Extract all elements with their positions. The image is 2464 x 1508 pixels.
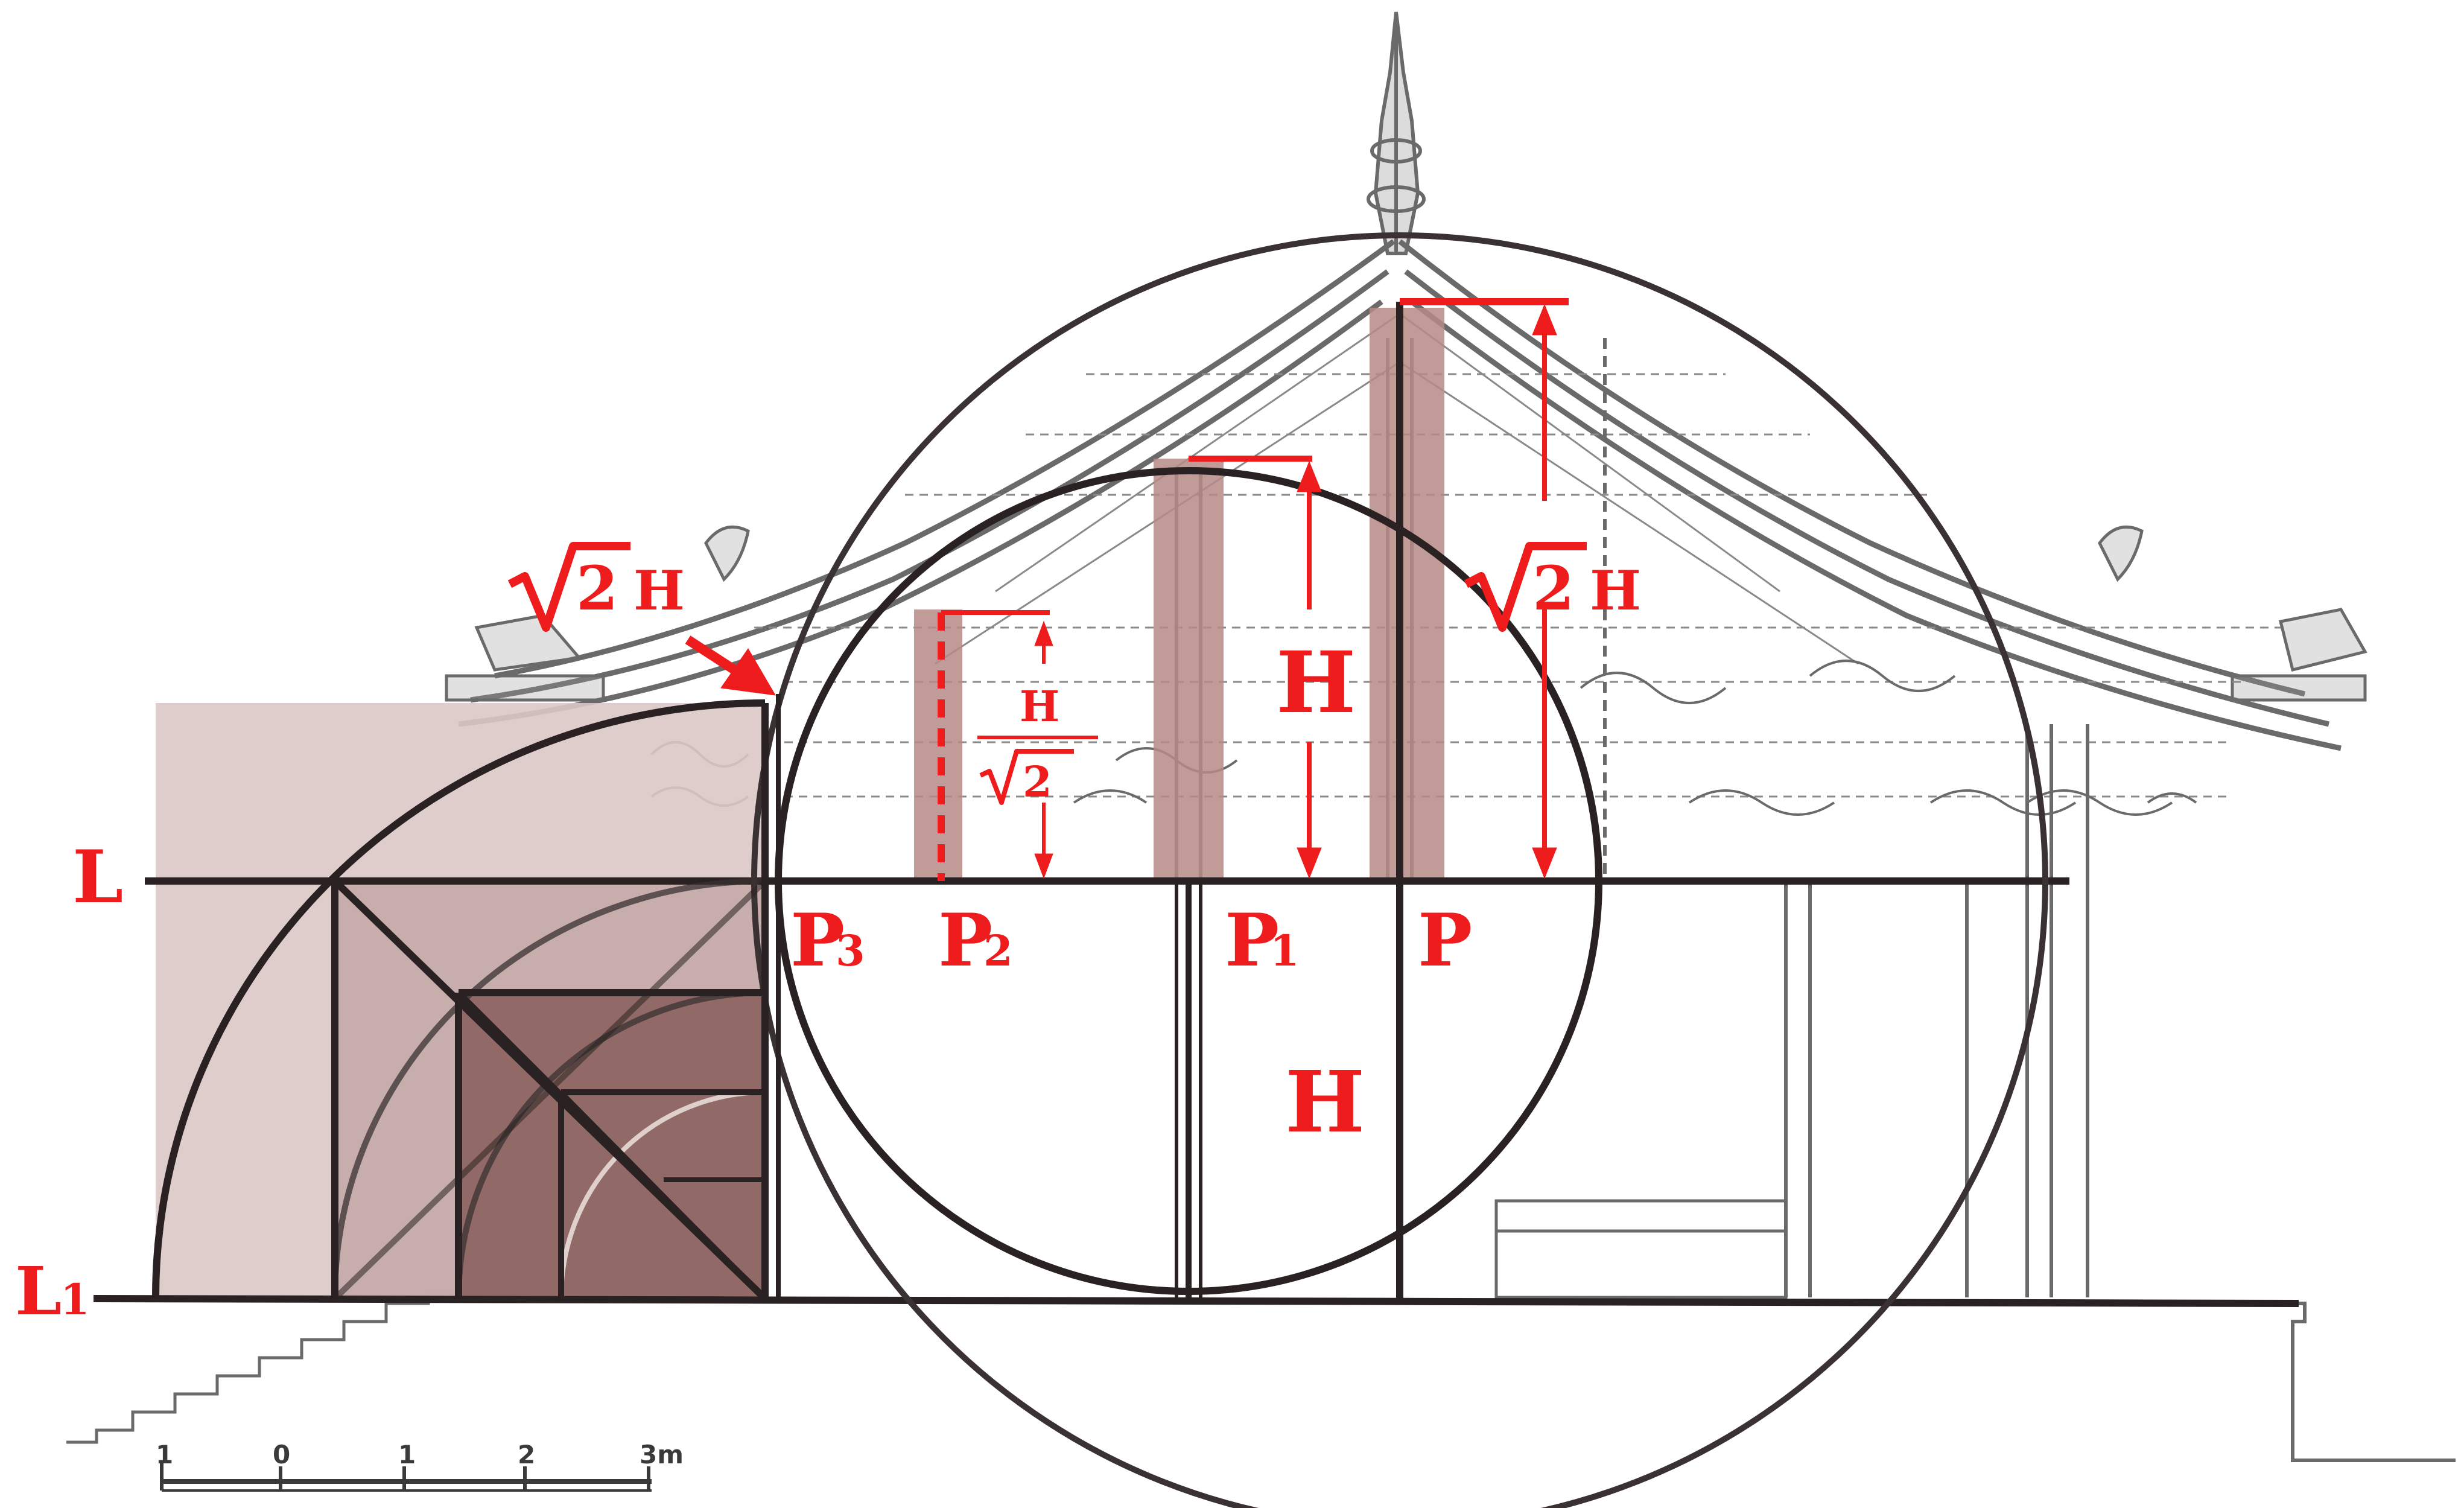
label-l1-sub: 1 <box>60 1274 90 1325</box>
label-h-lower: H <box>1285 1053 1365 1152</box>
label-h-over-sqrt2-den: 2 <box>1023 757 1052 807</box>
roof-finial <box>1367 11 1426 255</box>
red-annotations <box>685 298 1569 881</box>
label-h-over-sqrt2-num: H <box>1020 681 1059 731</box>
scale-tick-label: 3m <box>640 1440 684 1469</box>
label-sqrt2h-left-h: H <box>633 559 685 623</box>
label-p2-sub: 2 <box>983 926 1013 976</box>
label-sqrt2h-right-2: 2 <box>1532 553 1575 624</box>
red-text-labels: L L 1 P 3 P 2 P 1 P H H 2 H 2 H H 2 <box>15 553 1641 1330</box>
construction-lines <box>93 232 2299 1508</box>
sqrt-symbols <box>507 542 1587 805</box>
entrance-stairs <box>66 1284 501 1444</box>
column-highlight-p <box>1370 308 1444 881</box>
label-sqrt2h-right-h: H <box>1590 559 1641 623</box>
label-h-upper: H <box>1276 634 1356 733</box>
label-p1-sub: 1 <box>1270 926 1300 976</box>
line-l1 <box>93 1295 2299 1307</box>
scale-bar-labels: 1 0 1 2 3m <box>156 1440 684 1469</box>
arc-large <box>152 699 766 1298</box>
label-p1: P <box>1225 898 1279 983</box>
scale-tick-label: 1 <box>156 1440 173 1469</box>
column-highlight-p1 <box>1154 459 1224 881</box>
sqrt-icon-right <box>1464 542 1587 632</box>
eave-ornament-left <box>445 525 750 702</box>
label-l1: L <box>15 1252 62 1330</box>
column-highlights <box>914 308 1444 881</box>
scale-bar <box>160 1460 652 1492</box>
label-p3: P <box>790 898 845 983</box>
label-l: L <box>72 835 123 920</box>
scale-tick-label: 0 <box>273 1440 290 1469</box>
label-sqrt2h-left-2: 2 <box>576 553 618 624</box>
scale-tick-label: 1 <box>398 1440 416 1469</box>
scale-tick-label: 2 <box>518 1440 535 1469</box>
right-plinth <box>2291 1302 2456 1462</box>
sqrt-icon-fraction <box>979 749 1074 805</box>
label-p3-sub: 3 <box>836 926 865 976</box>
label-p2: P <box>938 898 992 983</box>
eave-ornament-right <box>2098 525 2367 702</box>
label-p: P <box>1418 898 1472 983</box>
interior-platform <box>1494 1199 1788 1299</box>
roof-right-slope <box>1398 239 2342 751</box>
sqrt-icon-left <box>507 542 630 632</box>
